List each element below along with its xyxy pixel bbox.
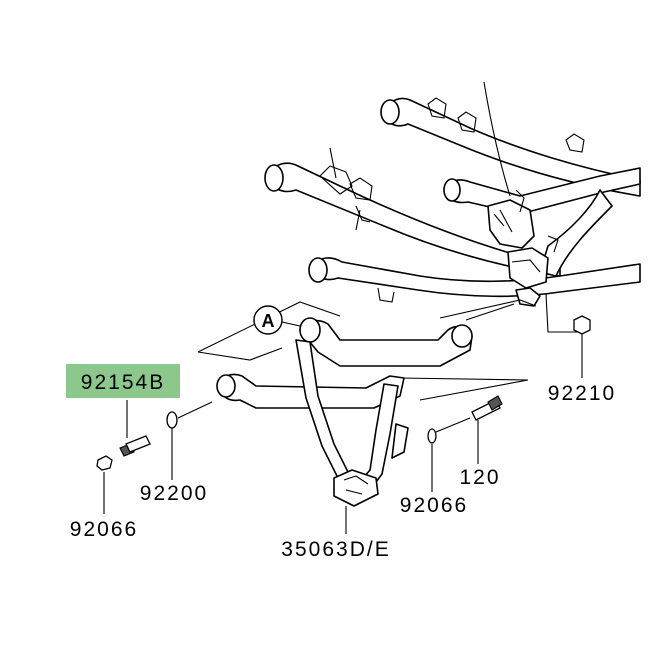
highlighted-part-label[interactable]: 92154B (66, 364, 180, 398)
part-number-120[interactable]: 120 (459, 466, 500, 489)
rear-frame (264, 81, 641, 307)
callout-a: A (253, 305, 301, 335)
part-number-92210[interactable]: 92210 (548, 382, 616, 405)
washer-92200 (166, 401, 213, 480)
part-number-92066-right[interactable]: 92066 (400, 494, 468, 517)
bolt-92154b (119, 400, 151, 457)
nut-92210 (573, 315, 591, 378)
part-number-35063de[interactable]: 35063D/E (281, 538, 390, 561)
bolt-120 (471, 395, 503, 464)
washer-92066-right (427, 417, 471, 492)
highlight-box (66, 364, 180, 398)
callout-letter: A (262, 311, 275, 331)
part-number-92200[interactable]: 92200 (140, 482, 208, 505)
subframe-assembly (197, 293, 578, 534)
nut-92066-left (96, 455, 113, 514)
part-number-92066-left[interactable]: 92066 (70, 518, 138, 541)
part-number-92154b[interactable]: 92154B (81, 371, 165, 394)
